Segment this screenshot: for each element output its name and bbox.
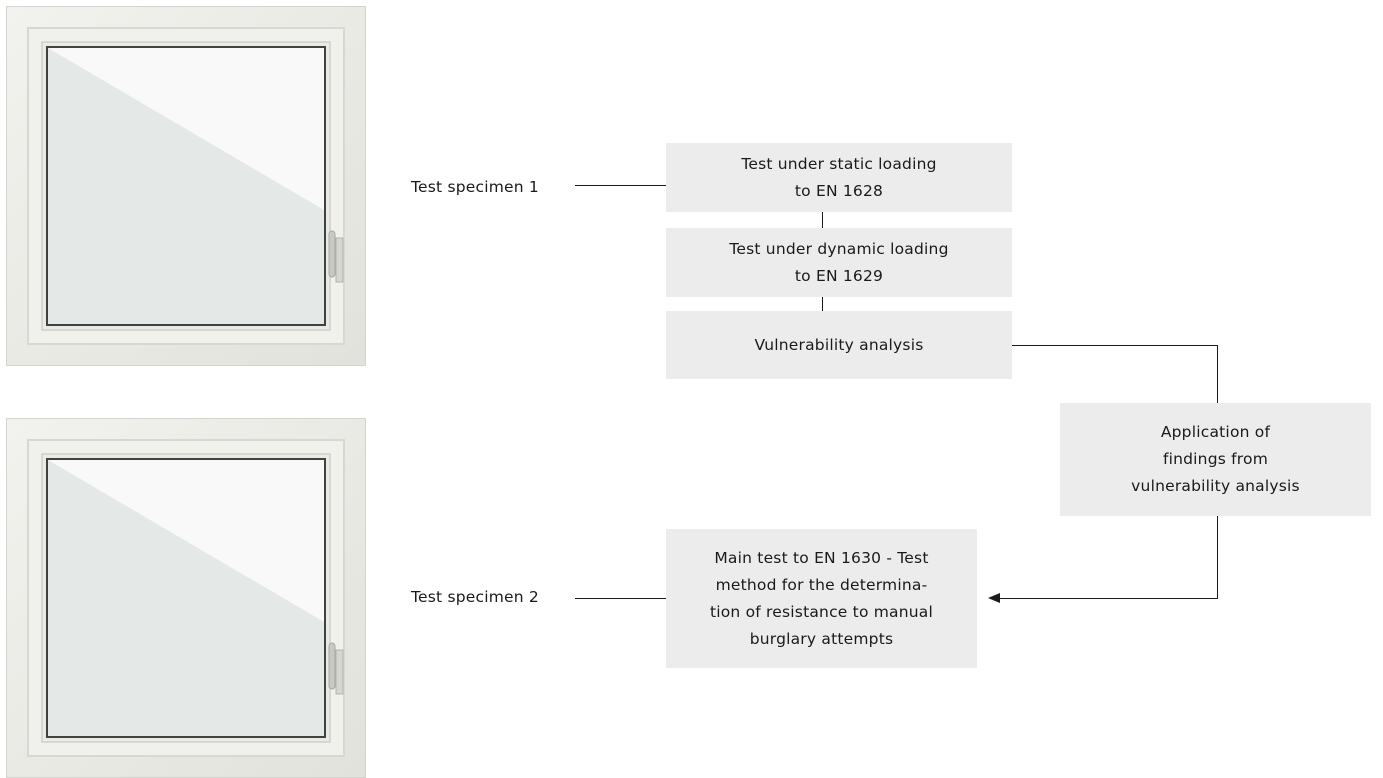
connector-dynamic-vuln bbox=[822, 297, 823, 311]
step-static-test-text: Test under static loading to EN 1628 bbox=[741, 154, 937, 200]
step-static-test: Test under static loading to EN 1628 bbox=[666, 143, 1012, 212]
window-icon bbox=[6, 418, 366, 778]
step-vulnerability-analysis: Vulnerability analysis bbox=[666, 311, 1012, 379]
connector-apply-left bbox=[1000, 598, 1218, 599]
step-main-test-text: Main test to EN 1630 - Test method for t… bbox=[709, 548, 934, 648]
arrowhead-icon bbox=[988, 593, 1000, 603]
window-image-2 bbox=[6, 418, 366, 778]
specimen-1-label: Test specimen 1 bbox=[411, 178, 539, 196]
window-icon bbox=[6, 6, 366, 366]
connector-vuln-right bbox=[1012, 345, 1217, 346]
step-application-of-findings: Application of findings from vulnerabili… bbox=[1060, 403, 1371, 516]
specimen-2-label: Test specimen 2 bbox=[411, 588, 539, 606]
step-main-test: Main test to EN 1630 - Test method for t… bbox=[666, 529, 977, 668]
connector-specimen-2 bbox=[575, 598, 666, 599]
connector-specimen-1 bbox=[575, 185, 666, 186]
connector-apply-down bbox=[1217, 516, 1218, 598]
window-image-1 bbox=[6, 6, 366, 366]
step-application-of-findings-text: Application of findings from vulnerabili… bbox=[1131, 423, 1300, 495]
step-vulnerability-analysis-text: Vulnerability analysis bbox=[754, 335, 924, 354]
step-dynamic-test: Test under dynamic loading to EN 1629 bbox=[666, 228, 1012, 297]
connector-vuln-down bbox=[1217, 345, 1218, 403]
step-dynamic-test-text: Test under dynamic loading to EN 1629 bbox=[729, 239, 949, 285]
connector-static-dynamic bbox=[822, 212, 823, 228]
